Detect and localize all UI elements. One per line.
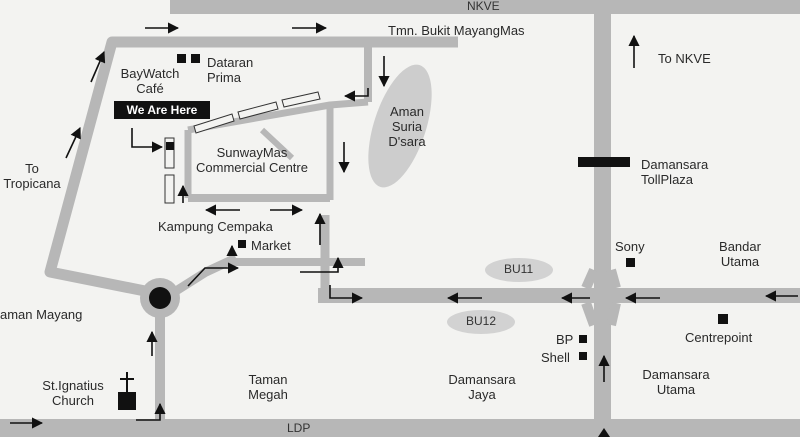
- arrow-here-pointer: [131, 128, 164, 153]
- ldp-label: LDP: [287, 421, 311, 435]
- building-blocks: [164, 91, 321, 204]
- label-bp: BP: [556, 332, 574, 347]
- label-market: Market: [251, 238, 291, 253]
- bu11-oval: [485, 258, 553, 282]
- damansara-link-road: [594, 10, 611, 437]
- bu12-curve-north: [581, 301, 599, 327]
- label-baywatch: BayWatch Café: [120, 66, 180, 96]
- label-sony: Sony: [615, 239, 645, 254]
- outer-loop-road: [44, 36, 458, 298]
- nkve-label: NKVE: [467, 0, 500, 13]
- label-bandar-utama: Bandar Utama: [719, 239, 761, 269]
- label-sunwaymas: SunwayMas Commercial Centre: [196, 145, 308, 175]
- label-kampung: Kampung Cempaka: [158, 219, 273, 234]
- ldp-road: [0, 419, 800, 437]
- bp-square: [579, 335, 587, 343]
- arrow-ldp-turn: [136, 402, 166, 421]
- bu11-curve-south: [581, 267, 599, 291]
- shell-square: [579, 352, 587, 360]
- bu11-curve-north: [606, 268, 621, 290]
- bu11-label: BU11: [504, 262, 534, 276]
- arrow-kampung-link: [187, 262, 240, 287]
- market-square: [238, 240, 246, 248]
- block-5: [164, 174, 175, 204]
- dataran-square-2: [191, 54, 200, 63]
- here-square: [166, 142, 174, 150]
- kampung-link: [165, 253, 238, 300]
- arrow-bottom-tip: [598, 428, 610, 437]
- bu12-oval: [447, 310, 515, 334]
- block-1: [193, 113, 235, 134]
- label-taman-mayang: aman Mayang: [0, 307, 83, 322]
- bu12-label: BU12: [466, 314, 497, 328]
- we-are-here-marker: We Are Here: [114, 101, 210, 119]
- arrow-aman-turn: [343, 88, 369, 102]
- arrow-to-tropicana: [65, 126, 81, 159]
- bu12-curve-south: [606, 301, 621, 327]
- church-square: [118, 392, 136, 410]
- nkve-road: [170, 0, 800, 14]
- label-toll-plaza: Damansara TollPlaza: [641, 157, 709, 187]
- block-4: [164, 137, 175, 169]
- bu11-road: [318, 288, 800, 303]
- church-cross: [120, 372, 134, 392]
- local-roads: [44, 36, 621, 420]
- label-dataran: Dataran Prima: [207, 55, 254, 85]
- label-tmn-bukit: Tmn. Bukit MayangMas: [388, 23, 525, 38]
- roundabout-inner: [149, 287, 171, 309]
- label-damansara-utama: Damansara Utama: [642, 367, 710, 397]
- commercial-diagonal: [259, 127, 295, 161]
- label-to-nkve: To NKVE: [658, 51, 711, 66]
- arrow-left-loop: [90, 50, 106, 83]
- label-centrepoint: Centrepoint: [685, 330, 753, 345]
- arrow-bu11-link: [329, 285, 364, 304]
- label-to-tropicana: To Tropicana: [3, 161, 61, 191]
- direction-arrows: [10, 22, 798, 429]
- toll-plaza-bar: [578, 157, 630, 167]
- centrepoint-square: [718, 314, 728, 324]
- label-aman-suria: Aman Suria D'sara: [388, 104, 426, 149]
- arrow-market-road: [300, 256, 344, 273]
- label-damansara-jaya: Damansara Jaya: [448, 372, 516, 402]
- block-3: [281, 91, 321, 108]
- dataran-square-1: [177, 54, 186, 63]
- block-2: [237, 101, 279, 120]
- sony-square: [626, 258, 635, 267]
- landmark-squares: [118, 54, 728, 410]
- label-st-ignatius: St.Ignatius Church: [42, 378, 104, 408]
- label-shell: Shell: [541, 350, 570, 365]
- aman-suria-lake: [368, 64, 432, 188]
- label-taman-megah: Taman Megah: [248, 372, 288, 402]
